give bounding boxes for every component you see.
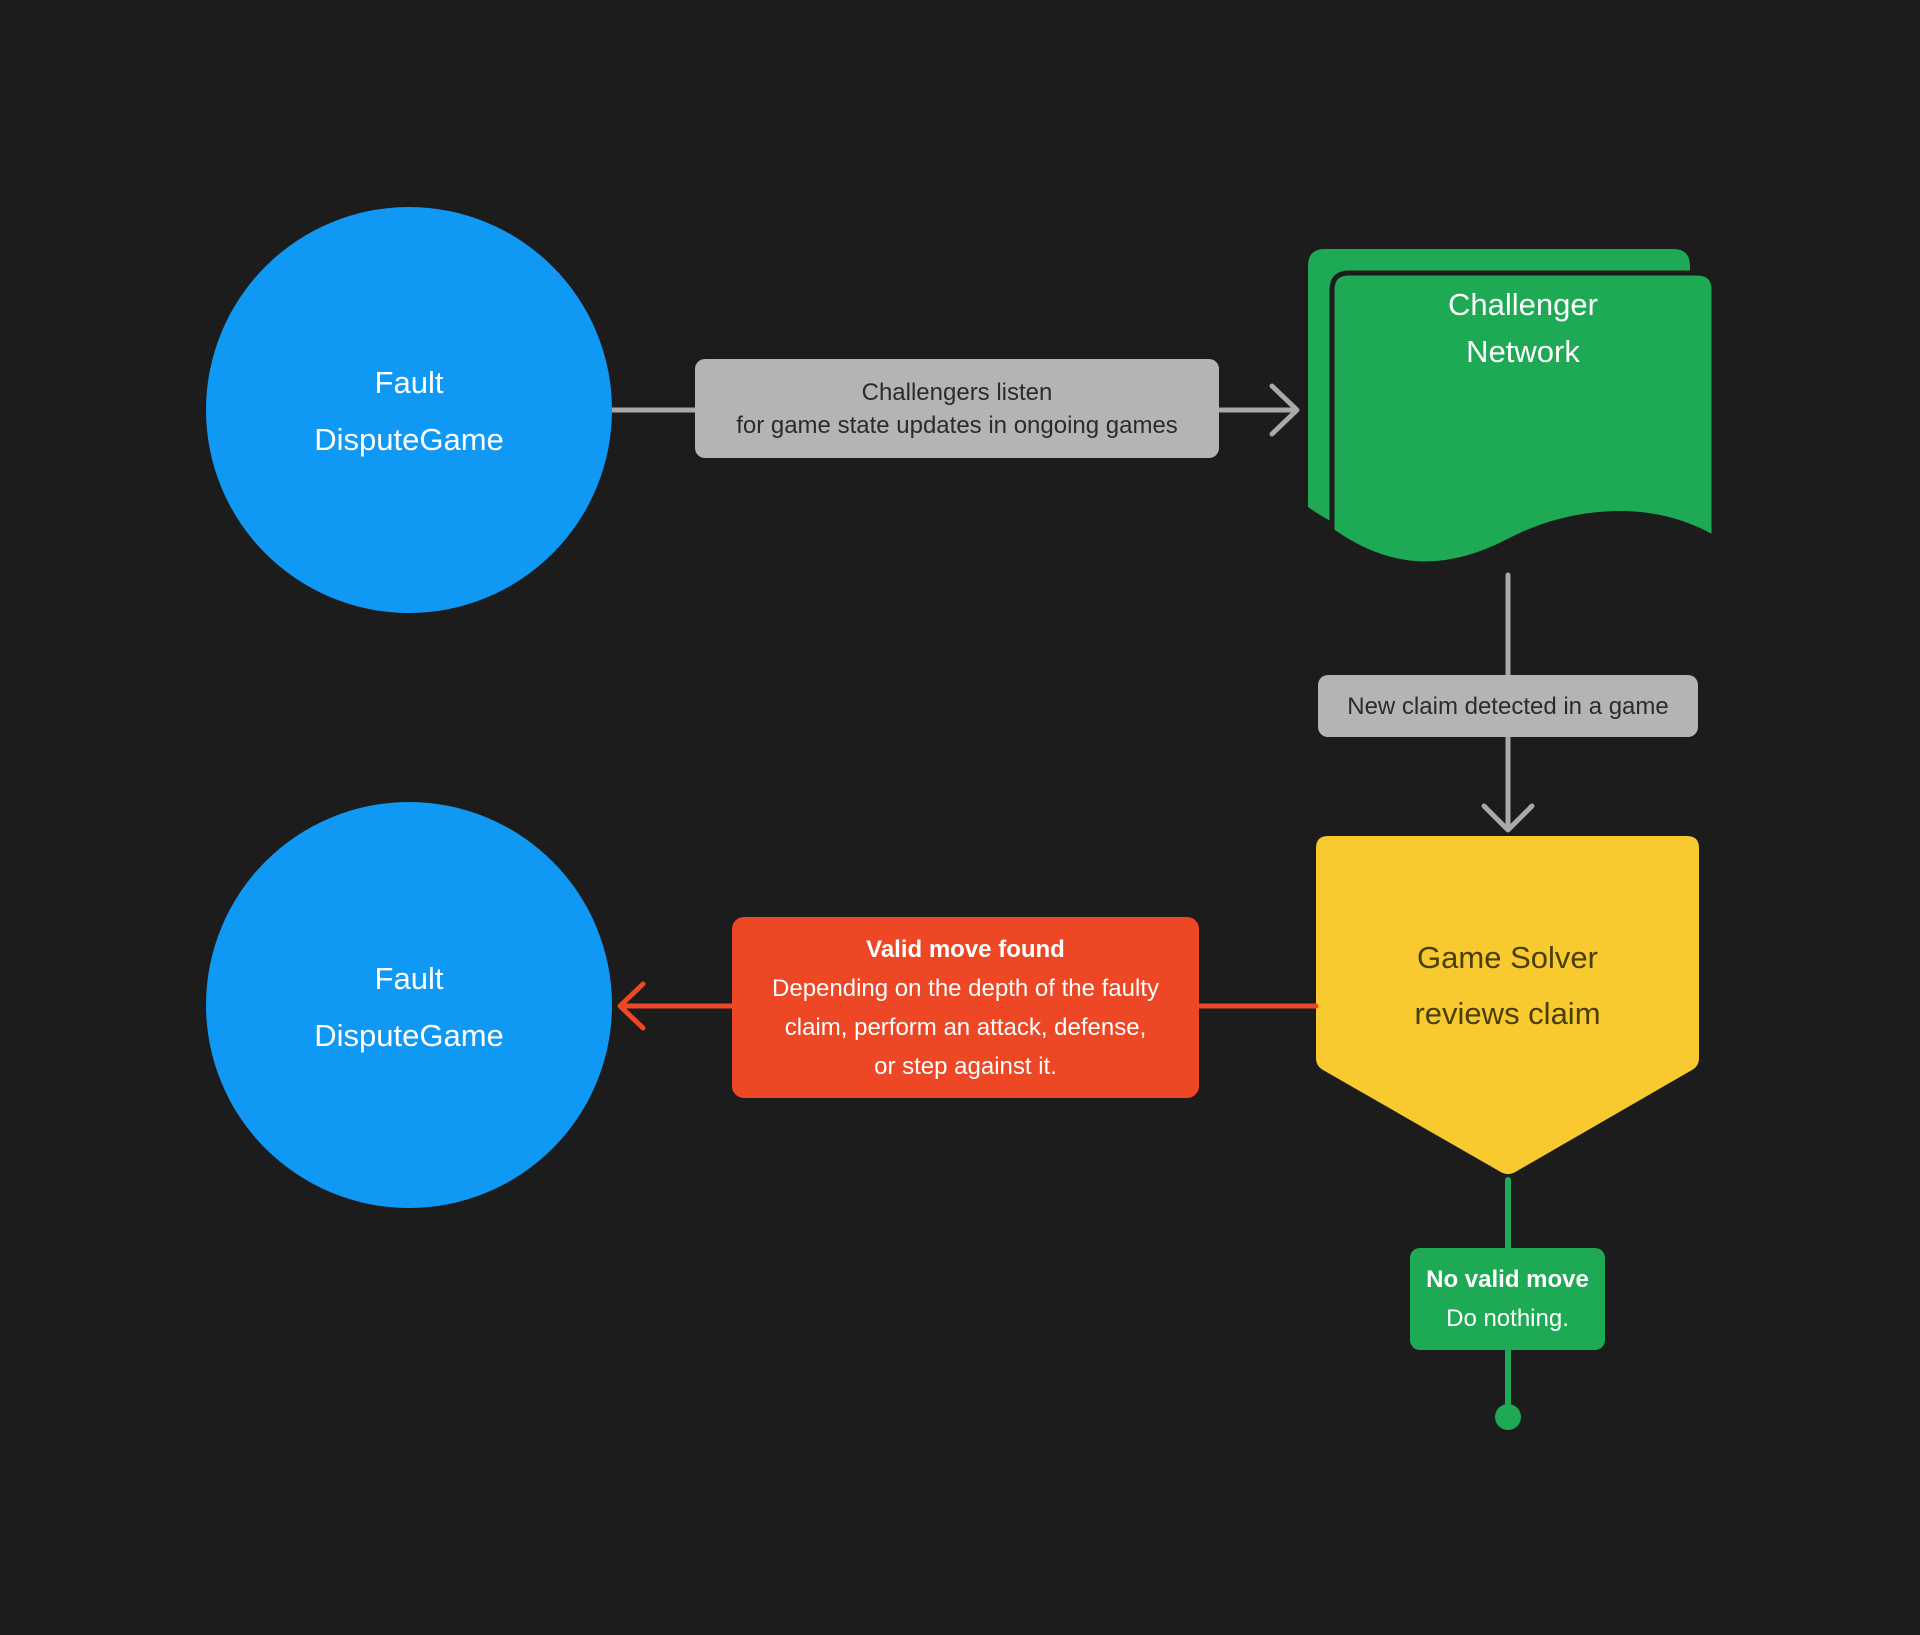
challenger-network-doc-shape	[1329, 270, 1717, 567]
valid-move-line: claim, perform an attack, defense,	[784, 1013, 1147, 1041]
game-solver-pentagon-shape	[1316, 836, 1699, 1174]
valid-move-title: Valid move found	[866, 935, 1065, 963]
caption-line: Challengers listen	[861, 378, 1053, 406]
no-valid-move-endpoint-dot	[1495, 1404, 1521, 1430]
node-text-line: reviews claim	[1414, 996, 1601, 1031]
node-text-line: Challenger	[1448, 287, 1598, 322]
fault-disputegame-label-top: Fault DisputeGame	[206, 354, 612, 468]
node-text-line: DisputeGame	[314, 422, 504, 457]
connector-new-claim-arrowhead	[1481, 803, 1535, 833]
connector-listen-arrowhead	[1269, 383, 1300, 437]
fault-disputegame-circle-bottom	[206, 802, 612, 1208]
node-text-line: DisputeGame	[314, 1018, 504, 1053]
challenger-network-label: Challenger Network	[1332, 281, 1714, 375]
valid-move-arrowhead	[617, 981, 646, 1031]
valid-move-box: Valid move found Depending on the depth …	[732, 917, 1199, 1098]
game-solver-label: Game Solver reviews claim	[1316, 930, 1699, 1042]
fault-disputegame-label-bottom: Fault DisputeGame	[206, 950, 612, 1064]
node-text-line: Fault	[374, 961, 444, 996]
no-valid-move-line: Do nothing.	[1446, 1305, 1569, 1332]
no-valid-move-title: No valid move	[1426, 1266, 1589, 1293]
new-claim-caption-box: New claim detected in a game	[1318, 675, 1698, 737]
node-text-line: Fault	[374, 365, 444, 400]
node-text-line: Game Solver	[1417, 940, 1598, 975]
fault-disputegame-circle-top	[206, 207, 612, 613]
caption-line: New claim detected in a game	[1347, 692, 1669, 720]
valid-move-line: Depending on the depth of the faulty	[772, 974, 1159, 1002]
listen-caption-box: Challengers listen for game state update…	[695, 359, 1219, 458]
valid-move-line: or step against it.	[874, 1052, 1057, 1080]
node-text-line: Network	[1466, 334, 1580, 369]
caption-line: for game state updates in ongoing games	[736, 411, 1178, 439]
no-valid-move-box: No valid move Do nothing.	[1410, 1248, 1605, 1350]
